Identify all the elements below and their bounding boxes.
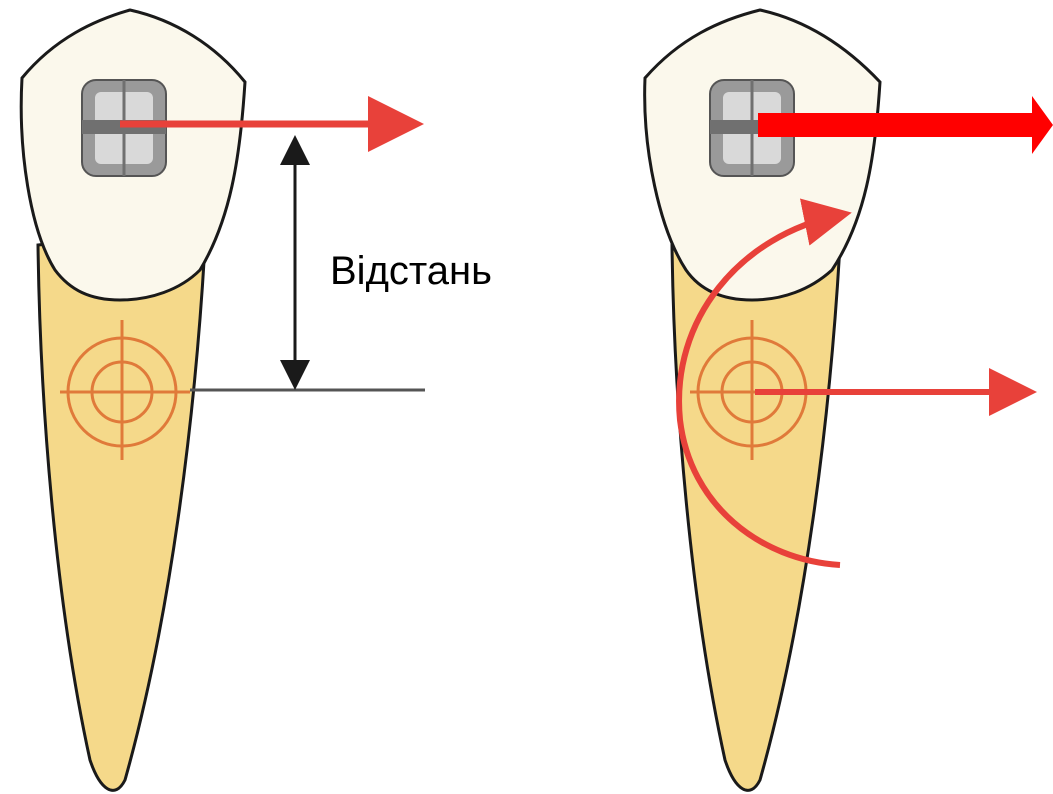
distance-label: Відстань [320,216,510,326]
left-bracket-icon [82,80,166,176]
left-tooth [21,10,425,790]
right-tooth [645,10,1053,790]
